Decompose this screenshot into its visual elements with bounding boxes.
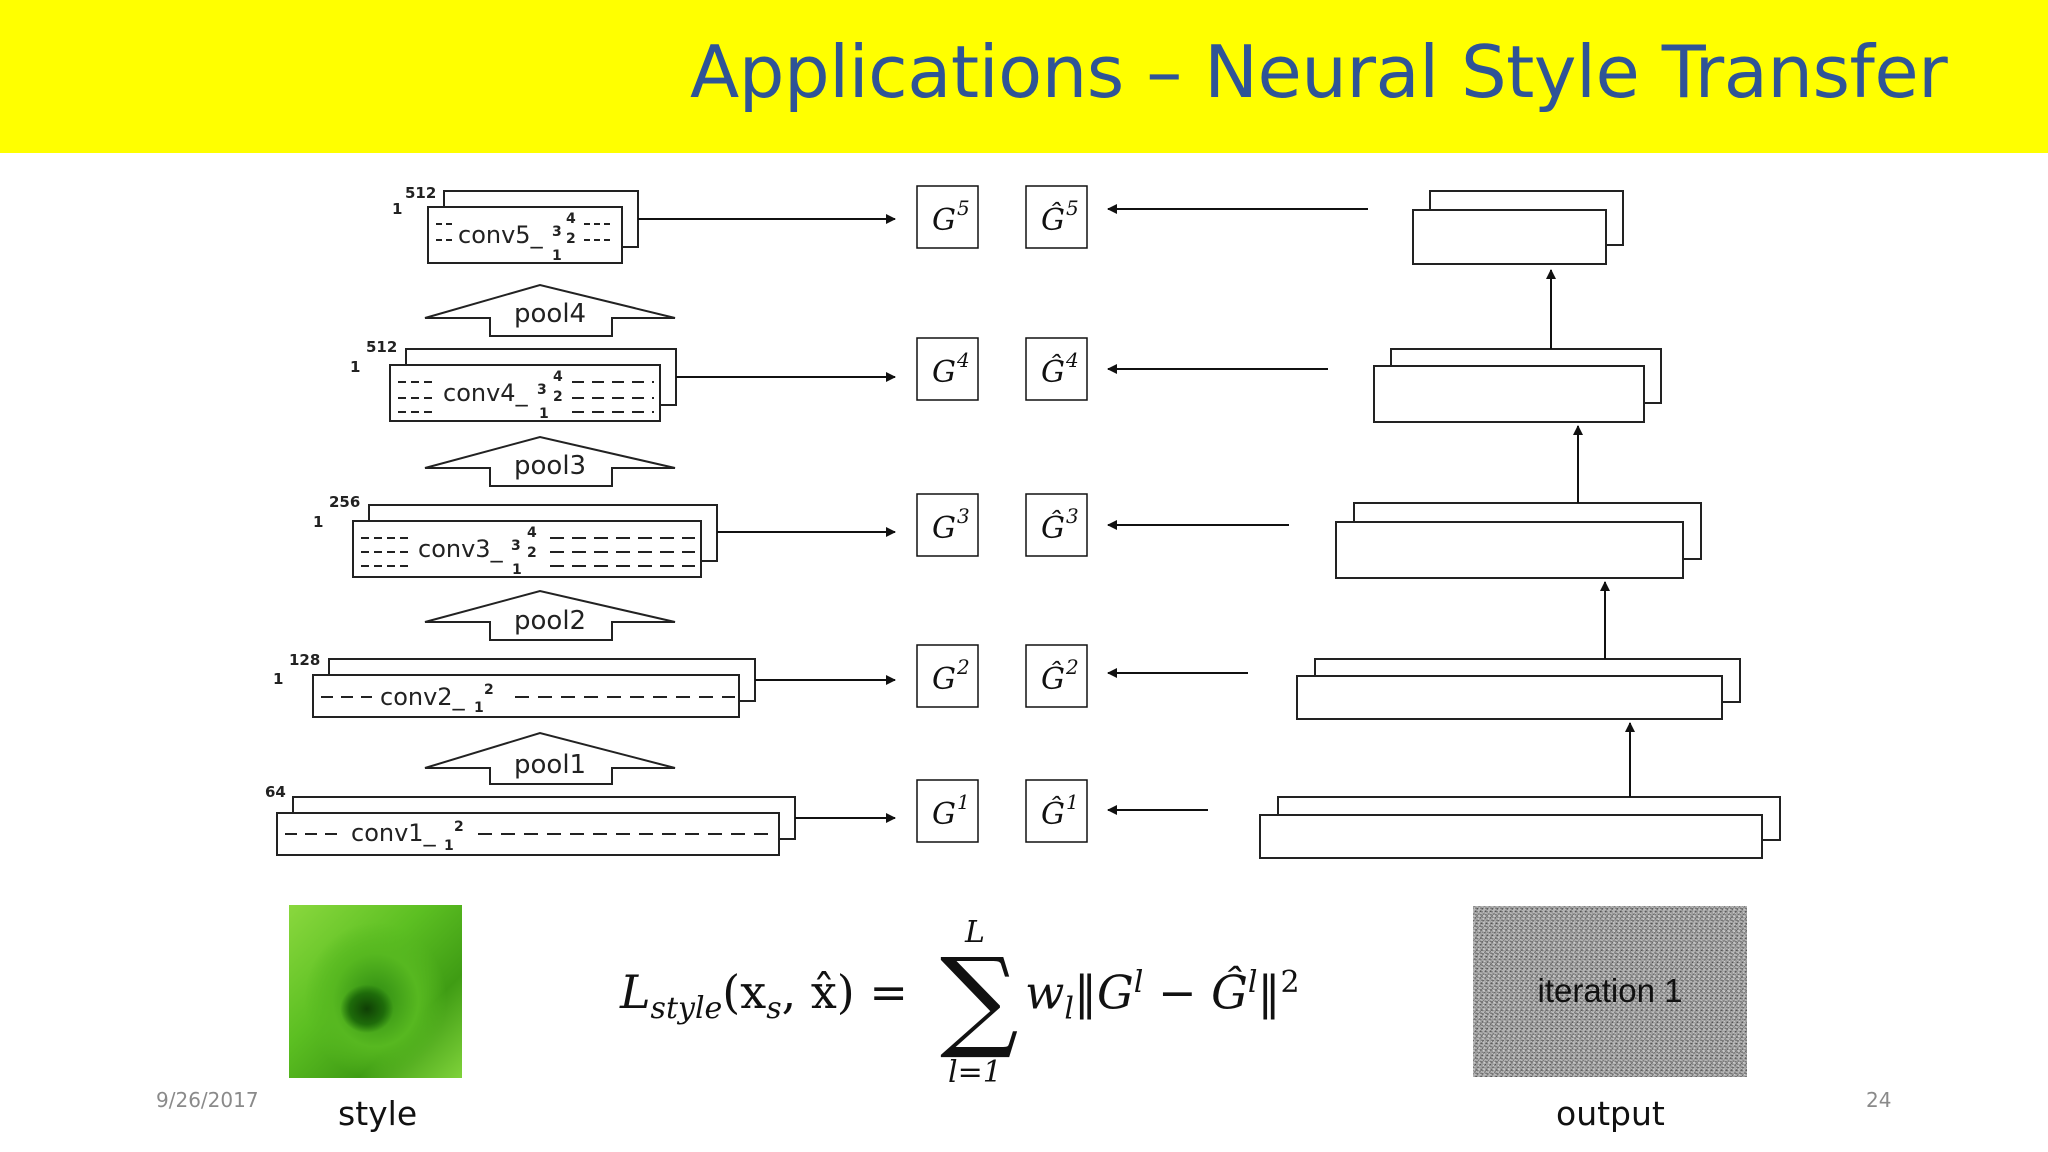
svg-text:Ĝ: Ĝ (1041, 354, 1065, 390)
conv3-topn: 256 (329, 493, 360, 511)
output-layer-2 (1296, 658, 1741, 720)
conv5-sup: 2 (566, 231, 576, 247)
conv2-sub: 1 (474, 700, 484, 716)
style-caption: style (338, 1094, 418, 1133)
conv1-sub: 1 (444, 838, 454, 854)
iteration-label: iteration 1 (1537, 972, 1683, 1009)
conv1-sup: 2 (454, 819, 464, 835)
sum-upper: L (965, 915, 985, 950)
conv1-topn: 64 (265, 783, 286, 801)
pool4-label: pool4 (514, 299, 586, 329)
svg-text:1: 1 (1066, 790, 1079, 814)
conv1-label: conv1_ (351, 819, 437, 847)
pool2-arrow: pool2 (424, 589, 676, 641)
slide-date: 9/26/2017 (156, 1088, 259, 1112)
svg-text:Ĝ: Ĝ (1041, 796, 1065, 832)
gram-hat-g2: Ĝ 2 (1025, 644, 1088, 708)
svg-text:Ĝ: Ĝ (1041, 510, 1065, 546)
conv2-block: conv2_ 2 1 128 1 (273, 651, 756, 718)
pool1-label: pool1 (514, 750, 586, 780)
svg-text:3: 3 (1066, 504, 1079, 528)
output-image: iteration 1 (1473, 906, 1747, 1077)
svg-text:G: G (932, 662, 956, 697)
svg-text:Ĝ: Ĝ (1041, 661, 1065, 697)
pool1-arrow: pool1 (424, 731, 676, 785)
conv4-sup2: 4 (553, 369, 563, 385)
gram-g5: G 5 (916, 185, 979, 249)
conv3-sup2: 4 (527, 525, 537, 541)
output-layer-5 (1412, 190, 1624, 265)
conv5-side: 1 (392, 200, 402, 218)
gram-hat-g3: Ĝ 3 (1025, 493, 1088, 557)
svg-text:1: 1 (957, 790, 970, 814)
gram-hat-g5: Ĝ 5 (1025, 185, 1088, 249)
slide-number: 24 (1866, 1088, 1892, 1112)
output-layer-4 (1373, 348, 1662, 423)
output-layer-1 (1259, 796, 1781, 859)
conv2-side: 1 (273, 670, 283, 688)
formula-lhs: Lstyle(xs, x̂) = (620, 965, 908, 1027)
output-caption: output (1556, 1094, 1665, 1133)
conv2-topn: 128 (289, 651, 320, 669)
svg-text:4: 4 (956, 348, 970, 372)
svg-text:G: G (932, 355, 956, 390)
conv5-topn: 512 (405, 184, 436, 202)
conv5-sub: 1 (552, 248, 562, 264)
gram-g3: G 3 (916, 493, 979, 557)
pool2-label: pool2 (514, 606, 586, 636)
conv1-block: conv1_ 2 1 64 (265, 783, 796, 856)
conv3-mid: 3 (511, 538, 521, 554)
conv5-sup2: 4 (566, 211, 576, 227)
svg-text:2: 2 (1065, 655, 1079, 679)
svg-text:G: G (932, 203, 956, 238)
svg-text:2: 2 (956, 655, 970, 679)
conv5-label: conv5_ (458, 221, 544, 249)
conv4-block: conv4_ 3 4 2 1 512 1 (350, 338, 677, 422)
style-image (289, 905, 462, 1078)
conv4-topn: 512 (366, 338, 397, 356)
formula-rhs: wl‖Gl − Ĝl‖2 (1025, 965, 1300, 1027)
svg-text:Ĝ: Ĝ (1041, 202, 1065, 238)
pool4-arrow: pool4 (424, 283, 676, 337)
conv4-side: 1 (350, 358, 360, 376)
gram-hat-g1: Ĝ 1 (1025, 779, 1088, 843)
conv3-sup: 2 (527, 545, 537, 561)
conv5-block: conv5_ 3 4 2 1 512 1 (392, 184, 639, 264)
gram-g2: G 2 (916, 644, 979, 708)
conv4-label: conv4_ (443, 379, 529, 407)
gram-g4: G 4 (916, 337, 979, 401)
conv3-side: 1 (313, 513, 323, 531)
pool3-arrow: pool3 (424, 435, 676, 487)
svg-text:G: G (932, 797, 956, 832)
conv2-sup: 2 (484, 682, 494, 698)
conv4-mid: 3 (537, 382, 547, 398)
conv5-mid: 3 (552, 224, 562, 240)
conv3-block: conv3_ 3 4 2 1 256 1 (313, 493, 718, 578)
svg-text:3: 3 (957, 504, 970, 528)
conv2-label: conv2_ (380, 683, 466, 711)
sigma-symbol: ∑ (940, 934, 1019, 1062)
style-loss-formula: Lstyle(xs, x̂) = L ∑ l=1 wl‖Gl − Ĝl‖2 (620, 915, 1340, 1095)
sum-lower: l=1 (948, 1055, 1002, 1090)
svg-text:5: 5 (957, 196, 970, 220)
output-layer-3 (1335, 502, 1702, 579)
pool3-label: pool3 (514, 451, 586, 481)
svg-text:G: G (932, 511, 956, 546)
conv4-sub: 1 (539, 406, 549, 422)
conv3-sub: 1 (512, 562, 522, 578)
svg-text:5: 5 (1066, 196, 1079, 220)
conv3-label: conv3_ (418, 535, 504, 563)
gram-hat-g4: Ĝ 4 (1025, 337, 1088, 401)
slide-title: Applications – Neural Style Transfer (690, 30, 1948, 114)
svg-text:4: 4 (1065, 348, 1079, 372)
gram-g1: G 1 (916, 779, 979, 843)
title-bar (0, 0, 2048, 153)
conv4-sup: 2 (553, 389, 563, 405)
